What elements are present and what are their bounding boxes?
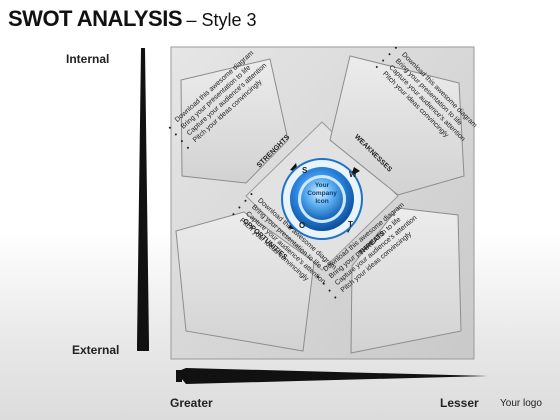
letter-w: W <box>349 170 357 179</box>
center-company-icon-label: Your Company Icon <box>301 182 343 205</box>
center-line-3: Icon <box>315 197 329 205</box>
horizontal-wedge-base <box>176 370 182 382</box>
panel-weaknesses <box>329 55 465 196</box>
company-icon-core <box>301 178 343 220</box>
logo-text: Your logo <box>500 398 542 409</box>
label-internal: Internal <box>66 52 110 66</box>
page-title: SWOT ANALYSIS – Style 3 <box>8 6 257 32</box>
letter-t: T <box>348 220 353 229</box>
panel-strengths <box>180 58 289 184</box>
vertical-wedge-base <box>137 345 149 351</box>
center-line-1: Your <box>314 182 330 189</box>
panel-opportunities <box>175 211 315 352</box>
vertical-wedge <box>137 48 149 345</box>
letter-s: S <box>302 166 308 175</box>
title-main: SWOT ANALYSIS <box>8 6 183 31</box>
panel-threats <box>350 207 462 354</box>
center-line-2: Company <box>307 189 337 197</box>
letter-o: O <box>299 221 306 230</box>
title-style: – Style 3 <box>186 10 257 30</box>
label-lesser: Lesser <box>440 396 479 410</box>
label-external: External <box>72 343 120 357</box>
horizontal-wedge <box>176 368 488 384</box>
label-greater: Greater <box>170 396 213 410</box>
